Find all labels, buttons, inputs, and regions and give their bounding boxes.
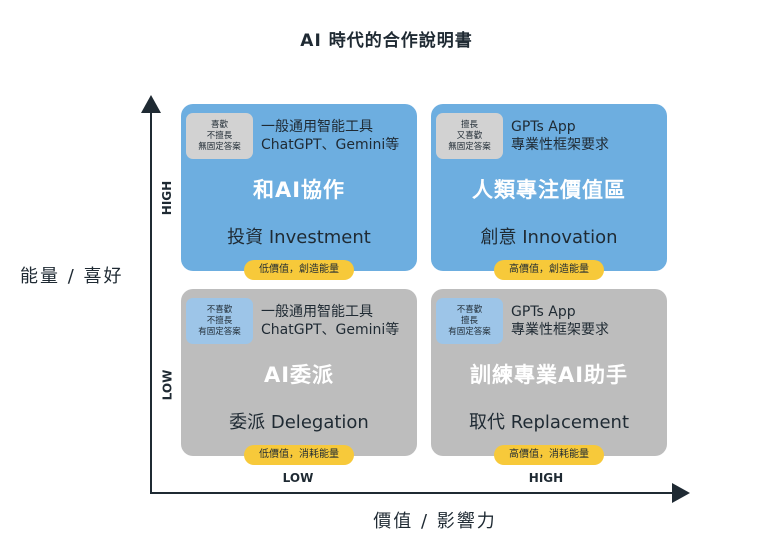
quadrant-pill: 高價值，創造能量: [494, 260, 604, 280]
quadrant-bottom-right: 不喜歡 擅長 有固定答案 GPTs App 專業性框架要求 訓練專業AI助手 取…: [431, 289, 667, 465]
x-axis-arrow-icon: [672, 483, 690, 503]
quadrant-badge: 不喜歡 不擅長 有固定答案: [186, 298, 253, 344]
quadrant-bottom-left: 不喜歡 不擅長 有固定答案 一般通用智能工具 ChatGPT、Gemini等 A…: [181, 289, 417, 465]
quadrant-heading: AI委派: [263, 363, 335, 387]
quadrant-subtitle: 取代 Replacement: [469, 412, 629, 433]
y-axis-arrow-icon: [141, 95, 161, 113]
y-axis-line: [150, 112, 152, 494]
x-axis-label: 價值 / 影響力: [373, 511, 497, 532]
quadrant-description: 一般通用智能工具 ChatGPT、Gemini等: [261, 304, 400, 338]
quadrant-badge: 喜歡 不擅長 無固定答案: [186, 113, 253, 159]
quadrant-heading: 和AI協作: [252, 178, 346, 202]
quadrant-top-left: 喜歡 不擅長 無固定答案 一般通用智能工具 ChatGPT、Gemini等 和A…: [181, 104, 417, 280]
quadrant-pill: 高價值，消耗能量: [494, 445, 604, 465]
quadrant-subtitle: 創意 Innovation: [480, 227, 618, 248]
quadrant-pill: 低價值，消耗能量: [244, 445, 354, 465]
quadrant-subtitle: 委派 Delegation: [229, 412, 369, 433]
y-axis-label: 能量 / 喜好: [20, 266, 124, 287]
quadrant-badge: 擅長 又喜歡 無固定答案: [436, 113, 503, 159]
y-tick-low: LOW: [160, 369, 174, 401]
quadrant-top-right: 擅長 又喜歡 無固定答案 GPTs App 專業性框架要求 人類專注價值區 創意…: [431, 104, 667, 280]
diagram-title: AI 時代的合作說明書: [300, 31, 473, 51]
quadrant-badge: 不喜歡 擅長 有固定答案: [436, 298, 503, 344]
quadrant-description: GPTs App 專業性框架要求: [511, 304, 609, 338]
quadrant-subtitle: 投資 Investment: [227, 227, 371, 248]
quadrant-description: GPTs App 專業性框架要求: [511, 119, 609, 153]
quadrant-heading: 人類專注價值區: [472, 178, 626, 202]
x-tick-high: HIGH: [528, 471, 564, 485]
x-axis-line: [150, 492, 672, 494]
quadrant-heading: 訓練專業AI助手: [469, 363, 629, 387]
quadrant-description: 一般通用智能工具 ChatGPT、Gemini等: [261, 119, 400, 153]
quadrant-pill: 低價值，創造能量: [244, 260, 354, 280]
y-tick-high: HIGH: [160, 180, 174, 216]
x-tick-low: LOW: [282, 471, 314, 485]
